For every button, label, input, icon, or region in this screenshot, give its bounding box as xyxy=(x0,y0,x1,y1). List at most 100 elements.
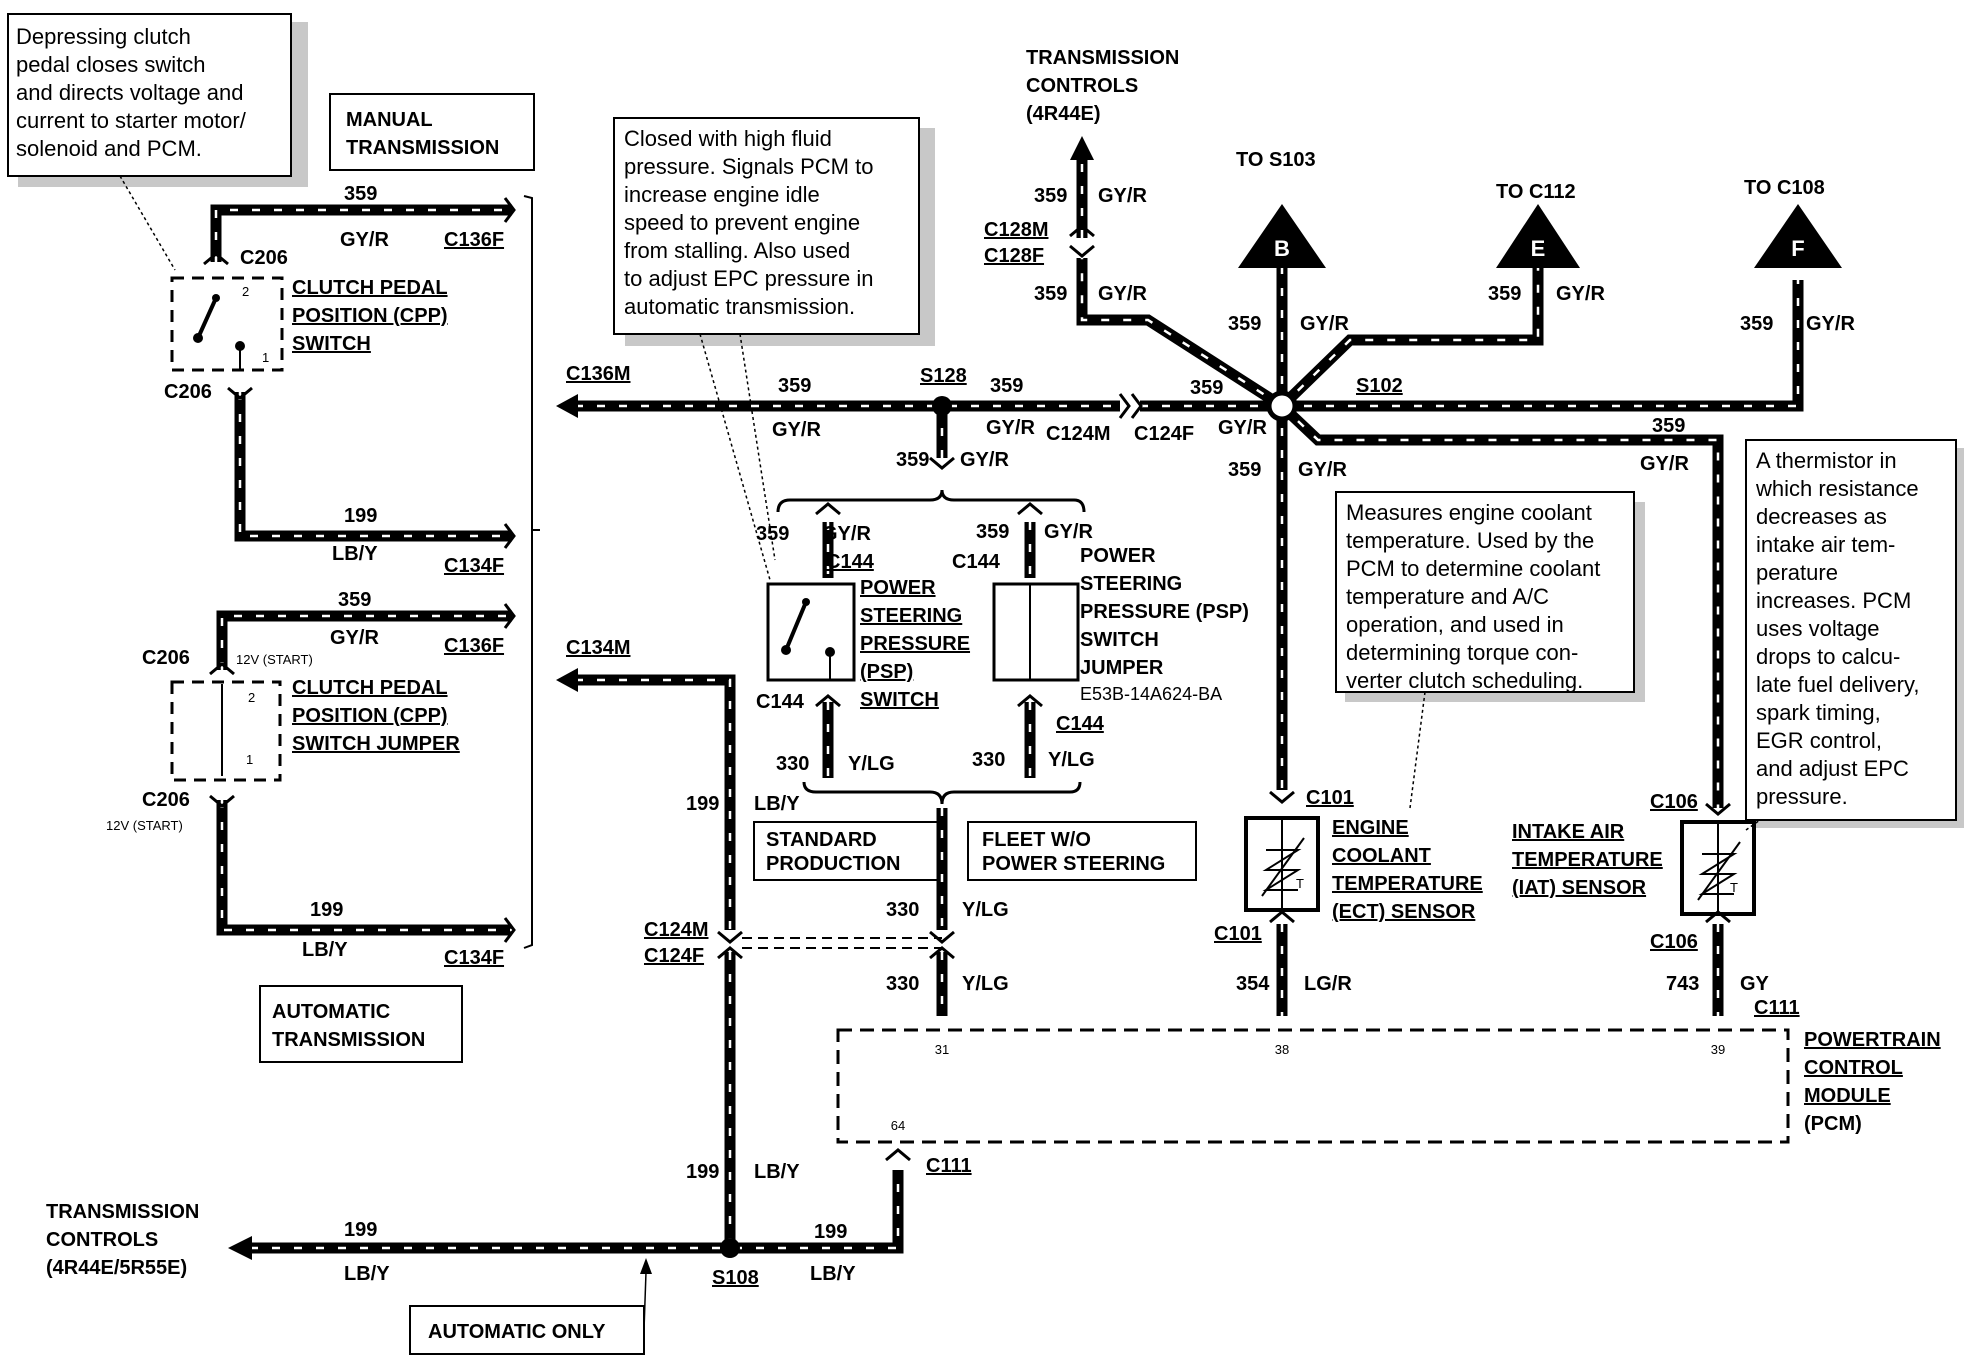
box-line: MANUAL xyxy=(346,109,433,131)
svg-text:GY/R: GY/R xyxy=(960,449,1009,471)
svg-text:B: B xyxy=(1274,236,1290,261)
svg-text:199: 199 xyxy=(310,899,343,921)
svg-text:12V (START): 12V (START) xyxy=(236,652,313,667)
svg-text:E: E xyxy=(1531,236,1546,261)
svg-text:359: 359 xyxy=(896,449,929,471)
wire-labels: 359 GY/R 199 LB/Y 359 GY/R 199 LB/Y 12V … xyxy=(106,183,1855,1285)
svg-text:(ECT) SENSOR: (ECT) SENSOR xyxy=(1332,901,1476,923)
svg-text:(PCM): (PCM) xyxy=(1804,1113,1862,1135)
cpp-jumper-label: CLUTCH PEDAL POSITION (CPP) SWITCH JUMPE… xyxy=(292,677,460,755)
svg-text:C128F: C128F xyxy=(984,245,1044,267)
svg-text:359: 359 xyxy=(1228,313,1261,335)
svg-text:LB/Y: LB/Y xyxy=(344,1263,390,1285)
arrow-trans-top xyxy=(1070,136,1094,160)
svg-text:POWER: POWER xyxy=(860,577,936,599)
note-line: from stalling. Also used xyxy=(624,238,850,263)
note-line: intake air tem- xyxy=(1756,532,1895,557)
splice-s102 xyxy=(1266,390,1298,422)
svg-text:199: 199 xyxy=(686,793,719,815)
note-line: perature xyxy=(1756,560,1838,585)
connector-chevrons xyxy=(203,197,1731,1162)
note-line: solenoid and PCM. xyxy=(16,136,202,161)
svg-text:C144: C144 xyxy=(1056,713,1105,735)
pcm-module: 31 38 39 64 xyxy=(836,1028,1790,1144)
svg-text:C124M: C124M xyxy=(644,919,708,941)
note-line: increases. PCM xyxy=(1756,588,1911,613)
box-line: TRANSMISSION xyxy=(346,137,499,159)
svg-text:LB/Y: LB/Y xyxy=(810,1263,856,1285)
svg-text:359: 359 xyxy=(1228,459,1261,481)
svg-text:S102: S102 xyxy=(1356,375,1403,397)
svg-text:C136F: C136F xyxy=(444,229,504,251)
svg-text:C124F: C124F xyxy=(1134,423,1194,445)
svg-text:S128: S128 xyxy=(920,365,967,387)
splice-s128 xyxy=(932,396,952,416)
svg-text:C206: C206 xyxy=(142,647,190,669)
svg-text:T: T xyxy=(1730,880,1738,895)
pcm-label: POWERTRAIN CONTROL MODULE (PCM) xyxy=(1804,1029,1941,1135)
svg-text:359: 359 xyxy=(338,589,371,611)
svg-text:64: 64 xyxy=(891,1118,905,1133)
svg-text:POSITION (CPP): POSITION (CPP) xyxy=(292,305,448,327)
svg-text:Y/LG: Y/LG xyxy=(962,899,1009,921)
svg-text:1: 1 xyxy=(246,752,253,767)
svg-text:LB/Y: LB/Y xyxy=(302,939,348,961)
svg-text:199: 199 xyxy=(344,505,377,527)
note-line: and directs voltage and xyxy=(16,80,244,105)
svg-text:359: 359 xyxy=(756,523,789,545)
splice-s108 xyxy=(720,1238,740,1258)
svg-text:359: 359 xyxy=(990,375,1023,397)
svg-text:POWERTRAIN: POWERTRAIN xyxy=(1804,1029,1941,1051)
note-line: automatic transmission. xyxy=(624,294,855,319)
svg-text:359: 359 xyxy=(344,183,377,205)
svg-text:330: 330 xyxy=(776,753,809,775)
psp-switch-label: POWER STEERING PRESSURE (PSP) SWITCH xyxy=(860,577,970,711)
svg-text:Y/LG: Y/LG xyxy=(848,753,895,775)
svg-text:LB/Y: LB/Y xyxy=(332,543,378,565)
trans-controls-bottom-line: TRANSMISSION xyxy=(46,1201,199,1223)
svg-text:SWITCH: SWITCH xyxy=(1080,629,1159,651)
svg-text:GY/R: GY/R xyxy=(822,523,871,545)
svg-text:C144: C144 xyxy=(952,551,1001,573)
to-c108-label: TO C108 xyxy=(1744,177,1825,199)
svg-text:359: 359 xyxy=(1652,415,1685,437)
svg-text:Y/LG: Y/LG xyxy=(1048,749,1095,771)
svg-text:SWITCH: SWITCH xyxy=(292,333,371,355)
svg-text:31: 31 xyxy=(935,1042,949,1057)
svg-text:C136M: C136M xyxy=(566,363,630,385)
ect-sensor: T xyxy=(1244,816,1320,912)
trans-controls-top-line: (4R44E) xyxy=(1026,103,1100,125)
svg-text:ENGINE: ENGINE xyxy=(1332,817,1409,839)
wire-network xyxy=(210,160,1804,1254)
note-line: operation, and used in xyxy=(1346,612,1564,637)
svg-text:C124F: C124F xyxy=(644,945,704,967)
svg-text:GY: GY xyxy=(1740,973,1770,995)
note-line: Depressing clutch xyxy=(16,24,191,49)
svg-text:359: 359 xyxy=(1034,185,1067,207)
svg-text:INTAKE AIR: INTAKE AIR xyxy=(1512,821,1625,843)
svg-text:C124M: C124M xyxy=(1046,423,1110,445)
note-line: which resistance xyxy=(1755,476,1919,501)
to-s103-label: TO S103 xyxy=(1236,149,1316,171)
svg-text:359: 359 xyxy=(1488,283,1521,305)
note-line: speed to prevent engine xyxy=(624,210,860,235)
svg-text:C101: C101 xyxy=(1214,923,1262,945)
svg-text:C106: C106 xyxy=(1650,791,1698,813)
svg-text:GY/R: GY/R xyxy=(340,229,389,251)
svg-text:C101: C101 xyxy=(1306,787,1354,809)
svg-text:GY/R: GY/R xyxy=(1298,459,1347,481)
svg-text:STEERING: STEERING xyxy=(1080,573,1182,595)
svg-text:359: 359 xyxy=(1190,377,1223,399)
note-ect-sensor: Measures engine coolant temperature. Use… xyxy=(1335,491,1645,809)
note-line: uses voltage xyxy=(1756,616,1880,641)
box-line: PRODUCTION xyxy=(766,853,900,875)
note-line: determining torque con- xyxy=(1346,640,1578,665)
svg-text:Y/LG: Y/LG xyxy=(962,973,1009,995)
svg-text:C106: C106 xyxy=(1650,931,1698,953)
svg-text:CLUTCH PEDAL: CLUTCH PEDAL xyxy=(292,277,448,299)
arrow-f: F xyxy=(1754,204,1842,268)
svg-text:330: 330 xyxy=(886,973,919,995)
svg-text:(IAT) SENSOR: (IAT) SENSOR xyxy=(1512,877,1647,899)
svg-text:C134M: C134M xyxy=(566,637,630,659)
